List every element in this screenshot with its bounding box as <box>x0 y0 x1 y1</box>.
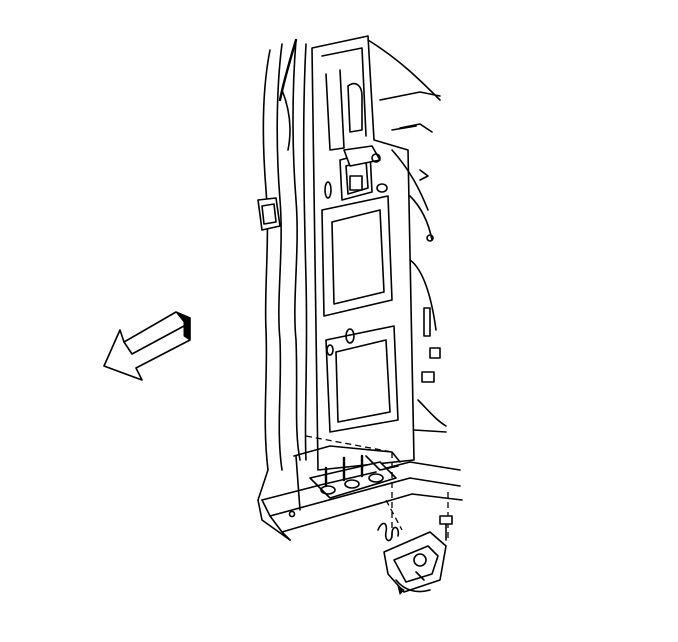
upper-door-hinge <box>339 145 381 201</box>
lower-door-hinge <box>383 531 447 595</box>
body-side-structure <box>367 39 447 433</box>
lower-hinge-mount <box>309 454 399 499</box>
hinge-bolt <box>439 515 453 541</box>
hinge-spring <box>377 522 400 542</box>
rocker-sill-panel <box>261 445 463 541</box>
body-pillar-outer <box>257 38 308 541</box>
inner-pillar-panel <box>311 35 415 471</box>
front-direction-arrow <box>103 311 191 381</box>
